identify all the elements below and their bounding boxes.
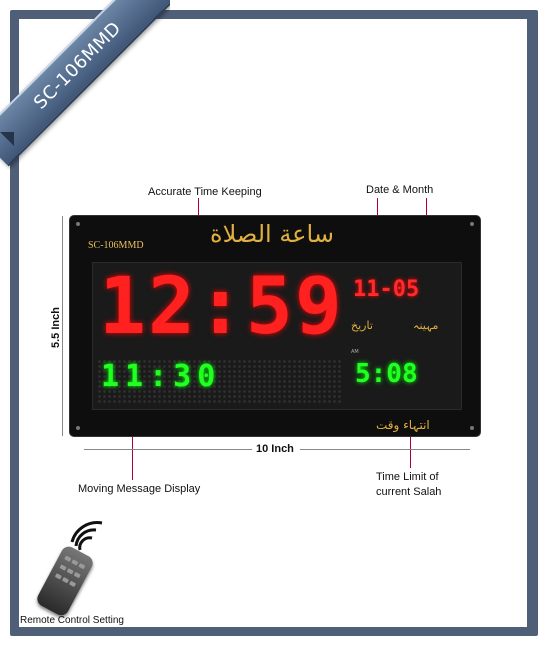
label-date-month: Date & Month: [366, 184, 434, 196]
width-dimension-line-left: [84, 449, 252, 450]
screw: [470, 426, 474, 430]
label-time-limit-1: Time Limit of: [376, 471, 439, 483]
remote-key: [59, 564, 67, 571]
remote-key: [78, 563, 86, 570]
remote-key: [71, 559, 79, 566]
led-panel: 12:59 11-05 تاريخ مہینہ AM 11:30 5:08: [92, 262, 462, 410]
screw: [76, 222, 80, 226]
model-ribbon: SC-106MMD: [0, 0, 170, 170]
remote-key: [66, 568, 74, 575]
label-date-arabic: تاريخ: [351, 319, 373, 332]
label-height: 5.5 Inch: [50, 307, 62, 348]
screw: [76, 426, 80, 430]
label-moving-message: Moving Message Display: [78, 483, 201, 495]
prayer-clock: SC-106MMD ساعة الصلاة 12:59 11-05 تاريخ …: [70, 216, 480, 436]
pointer-moving: [132, 408, 133, 480]
moving-message-display: 11:30: [101, 359, 222, 394]
clock-arabic-title: ساعة الصلاة: [210, 220, 334, 248]
width-dimension-line-right: [300, 449, 470, 450]
label-accurate-time: Accurate Time Keeping: [148, 186, 262, 198]
remote-key: [64, 555, 72, 562]
main-time-display: 12:59: [99, 262, 344, 352]
label-time-limit-2: current Salah: [376, 486, 442, 498]
time-limit-display: 5:08: [355, 359, 418, 389]
label-remote: Remote Control Setting: [20, 615, 124, 626]
dot-matrix-background: [97, 359, 343, 405]
remote-key: [54, 573, 62, 580]
clock-model-label: SC-106MMD: [88, 240, 144, 251]
screw: [470, 222, 474, 226]
ribbon-fold: [0, 132, 14, 146]
label-time-limit-urdu: انتہاء وقت: [376, 418, 430, 432]
label-width: 10 Inch: [256, 443, 294, 455]
pointer-limit: [410, 434, 411, 468]
remote-key: [61, 576, 70, 584]
am-indicator: AM: [351, 349, 359, 355]
model-badge-text: SC-106MMD: [0, 0, 170, 167]
remote-key: [68, 580, 77, 588]
date-month-display: 11-05: [353, 277, 420, 302]
height-dimension-line: [62, 216, 63, 436]
signal-waves-icon: [70, 521, 103, 551]
label-month-urdu: مہینہ: [413, 319, 439, 332]
remote-key: [73, 571, 81, 579]
